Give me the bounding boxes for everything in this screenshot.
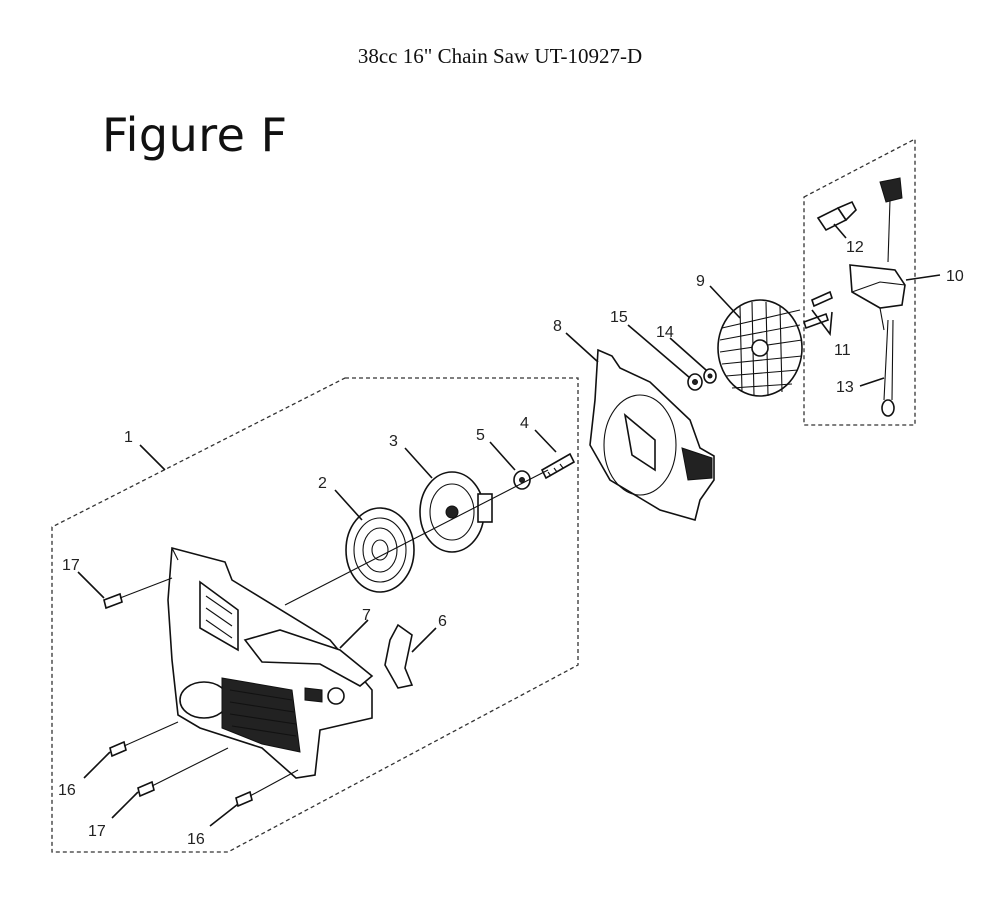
callout-13: 13 <box>836 379 854 396</box>
ignition-module <box>849 177 906 331</box>
housing-screw-lower <box>235 769 299 808</box>
module-bolts <box>802 290 833 330</box>
assembly-axis <box>284 469 549 606</box>
washer <box>513 470 531 490</box>
screw <box>540 452 576 480</box>
callout-10: 10 <box>946 268 964 285</box>
callout-6: 6 <box>438 613 447 630</box>
callout-14: 14 <box>656 324 674 341</box>
callout-11: 11 <box>834 342 851 359</box>
housing-screw-middle <box>137 747 229 798</box>
starter-reel <box>419 471 493 553</box>
callout-9: 9 <box>696 273 705 290</box>
callout-1: 1 <box>124 429 133 446</box>
spark-plug <box>816 200 857 232</box>
ignition-group-boundary <box>803 137 916 426</box>
housing-screw-upper <box>103 577 173 610</box>
callout-12: 12 <box>846 239 864 256</box>
leader-lines <box>77 223 941 827</box>
callout-16-left: 16 <box>58 782 76 799</box>
callout-17-upper: 17 <box>62 557 80 574</box>
callout-3: 3 <box>389 433 398 450</box>
starter-handle <box>384 623 414 689</box>
callout-5: 5 <box>476 427 485 444</box>
document-title: 38cc 16" Chain Saw UT-10927-D <box>357 44 643 68</box>
housing-screw-left <box>109 721 179 758</box>
flywheel-washer <box>703 368 717 384</box>
starter-assembly-boundary <box>51 377 579 853</box>
recoil-pulley <box>345 507 415 593</box>
figure-title: Figure F <box>102 108 288 162</box>
starter-housing <box>167 546 374 779</box>
callout-2: 2 <box>318 475 327 492</box>
callout-7: 7 <box>362 607 371 624</box>
ignition-wire <box>881 319 895 417</box>
callout-8: 8 <box>553 318 562 335</box>
callout-17-lower: 17 <box>88 823 106 840</box>
flywheel <box>717 299 803 397</box>
fan-housing <box>589 348 715 521</box>
callout-15: 15 <box>610 309 628 326</box>
callout-16-lower: 16 <box>187 831 205 848</box>
flywheel-nut <box>687 373 703 391</box>
callout-4: 4 <box>520 415 529 432</box>
